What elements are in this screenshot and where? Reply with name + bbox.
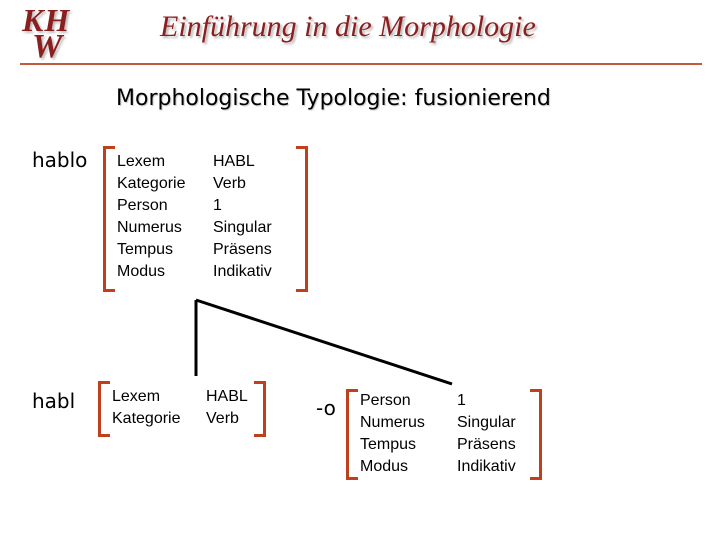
feature-label: Tempus [117, 241, 174, 258]
feature-value: Singular [457, 414, 516, 431]
stem-matrix-bracket-left [98, 381, 110, 437]
feature-value: 1 [213, 197, 222, 214]
feature-value: Präsens [213, 241, 272, 258]
feature-label: Kategorie [117, 175, 186, 192]
feature-value: HABL [206, 388, 248, 405]
full-matrix-bracket-left [103, 146, 115, 292]
full-matrix-bracket-right [296, 146, 308, 292]
feature-label: Numerus [360, 414, 425, 431]
logo-text-w: W [32, 28, 64, 65]
feature-label: Numerus [117, 219, 182, 236]
feature-label: Lexem [112, 388, 161, 405]
feature-value: HABL [213, 153, 255, 170]
feature-label: Person [117, 197, 168, 214]
feature-value: 1 [457, 392, 466, 409]
feature-label: Modus [360, 458, 409, 475]
stem-matrix-features: Lexem Kategorie [112, 386, 181, 430]
stem-matrix-values: HABL Verb [206, 386, 248, 430]
suffix-matrix-values: 1 Singular Präsens Indikativ [457, 390, 516, 478]
full-matrix-values: HABL Verb 1 Singular Präsens Indikativ [213, 151, 272, 283]
feature-label: Tempus [360, 436, 417, 453]
feature-label: Kategorie [112, 410, 181, 427]
feature-value: Verb [213, 175, 246, 192]
tree-branch-right [195, 298, 453, 386]
feature-value: Indikativ [213, 263, 272, 280]
stem-matrix-bracket-right [254, 381, 266, 437]
feature-value: Verb [206, 410, 239, 427]
slide-title: Morphologische Typologie: fusionierend [116, 86, 551, 111]
feature-value: Indikativ [457, 458, 516, 475]
suffix-form: -o [316, 396, 336, 420]
header-divider [20, 63, 702, 65]
feature-value: Singular [213, 219, 272, 236]
suffix-matrix-features: Person Numerus Tempus Modus [360, 390, 425, 478]
feature-label: Person [360, 392, 411, 409]
full-matrix-features: Lexem Kategorie Person Numerus Tempus Mo… [117, 151, 186, 283]
word-form: hablo [32, 148, 88, 172]
stem-form: habl [32, 389, 76, 413]
suffix-matrix-bracket-right [530, 389, 542, 480]
logo: KH W [22, 2, 92, 65]
feature-value: Präsens [457, 436, 516, 453]
logo-text-kh: KH [22, 2, 71, 38]
feature-label: Lexem [117, 153, 166, 170]
suffix-matrix-bracket-left [346, 389, 358, 480]
course-title: Einführung in die Morphologie [160, 10, 536, 43]
feature-label: Modus [117, 263, 166, 280]
